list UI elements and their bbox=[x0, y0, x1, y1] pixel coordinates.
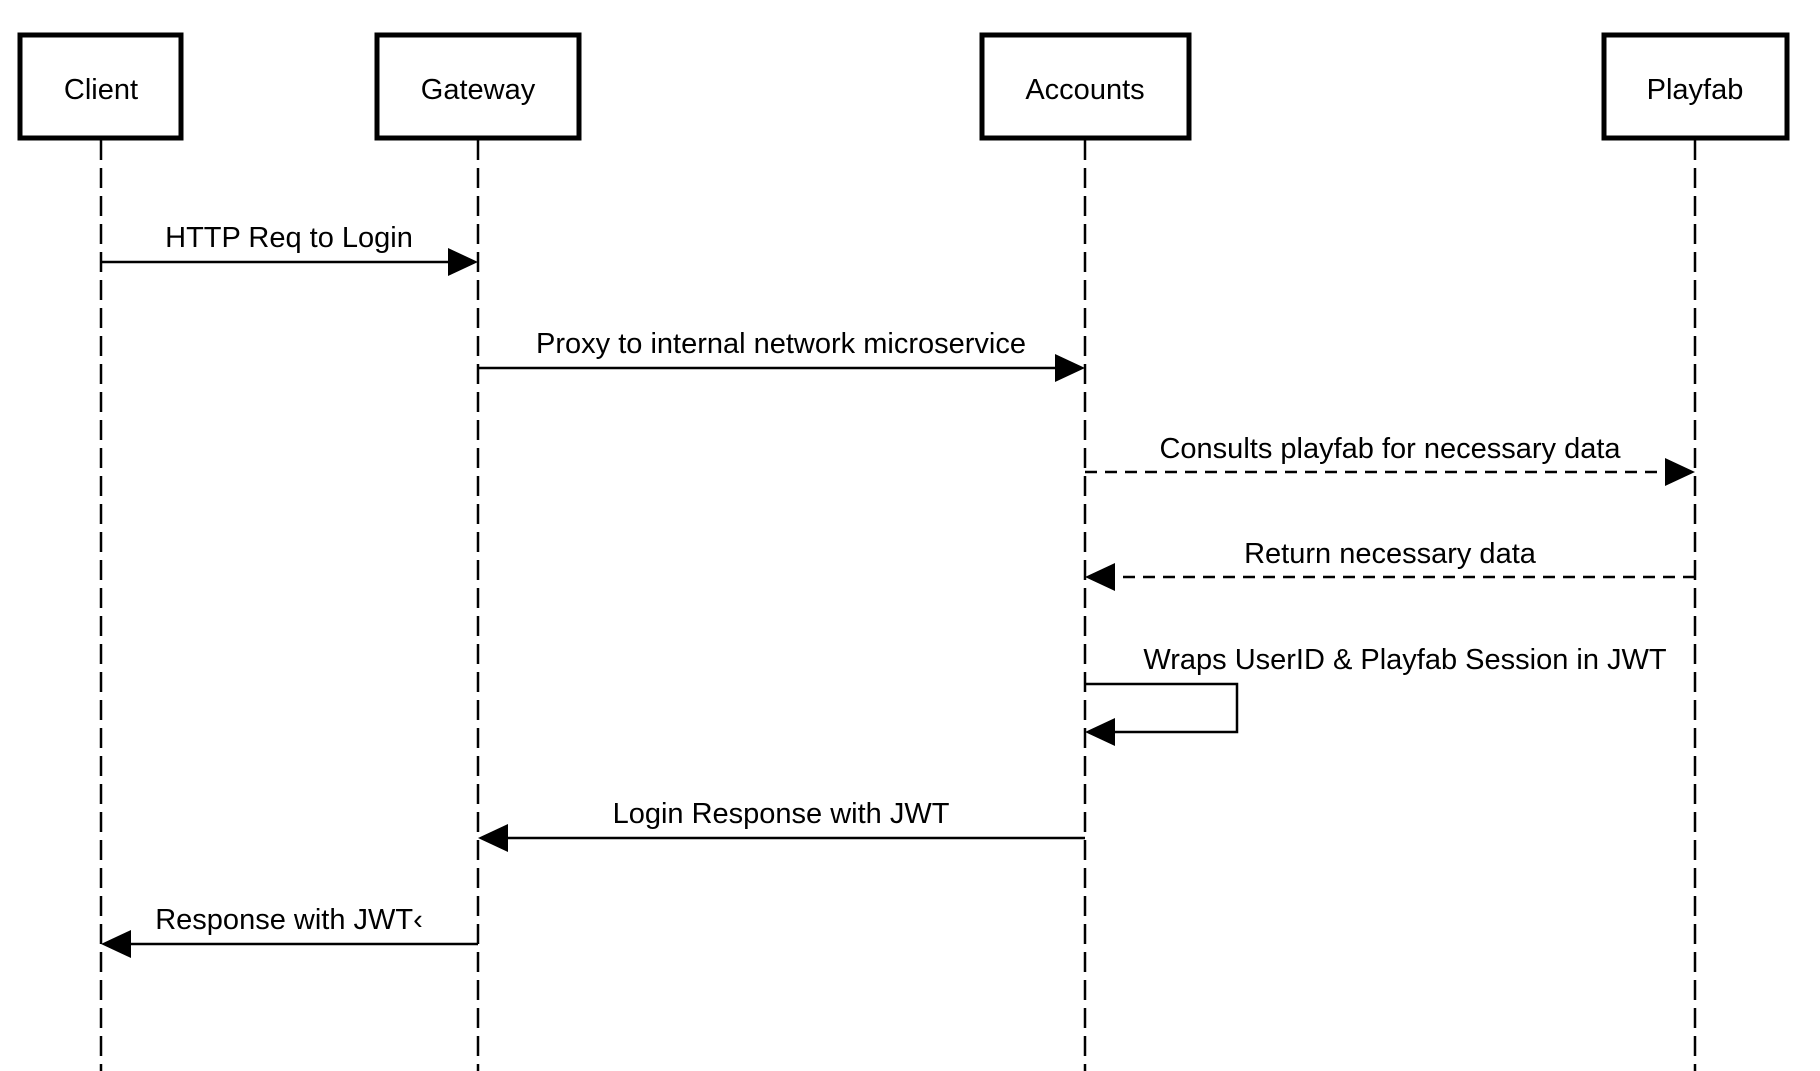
message-http-req-to-login: HTTP Req to Login bbox=[101, 222, 478, 276]
message-label: Consults playfab for necessary data bbox=[1159, 433, 1621, 465]
actor-box bbox=[17, 32, 184, 141]
arrowhead-icon bbox=[478, 824, 508, 852]
actor-box bbox=[374, 32, 582, 141]
actor-accounts: Accounts bbox=[979, 32, 1192, 141]
message-label: Response with JWT‹ bbox=[155, 904, 423, 936]
message-wraps-jwt: Wraps UserID & Playfab Session in JWT bbox=[1085, 644, 1667, 746]
message-response-to-client: Response with JWT‹ bbox=[101, 904, 478, 958]
arrowhead-icon bbox=[1665, 458, 1695, 486]
arrowhead-icon bbox=[1055, 354, 1085, 382]
actor-playfab: Playfab bbox=[1601, 32, 1790, 141]
message-label: Proxy to internal network microservice bbox=[536, 328, 1026, 360]
message-label: Wraps UserID & Playfab Session in JWT bbox=[1143, 644, 1667, 676]
message-arrow-line bbox=[1085, 682, 1239, 734]
message-label: Return necessary data bbox=[1244, 538, 1537, 570]
message-return-data: Return necessary data bbox=[1085, 538, 1695, 591]
actor-label: Playfab bbox=[1647, 74, 1744, 106]
arrowhead-icon bbox=[1085, 718, 1115, 746]
message-label: HTTP Req to Login bbox=[165, 222, 413, 254]
arrowhead-icon bbox=[101, 930, 131, 958]
actor-box bbox=[979, 32, 1192, 141]
arrowhead-icon bbox=[448, 248, 478, 276]
actor-label: Client bbox=[64, 74, 138, 106]
arrowhead-icon bbox=[1085, 563, 1115, 591]
actor-gateway: Gateway bbox=[374, 32, 582, 141]
message-label: Login Response with JWT bbox=[613, 798, 950, 830]
actor-label: Accounts bbox=[1025, 74, 1144, 106]
message-login-response: Login Response with JWT bbox=[478, 798, 1085, 852]
actor-box bbox=[1601, 32, 1790, 141]
message-consult-playfab: Consults playfab for necessary data bbox=[1085, 433, 1695, 486]
actor-label: Gateway bbox=[421, 74, 536, 106]
actor-client: Client bbox=[17, 32, 184, 141]
message-proxy-to-accounts: Proxy to internal network microservice bbox=[478, 328, 1085, 382]
